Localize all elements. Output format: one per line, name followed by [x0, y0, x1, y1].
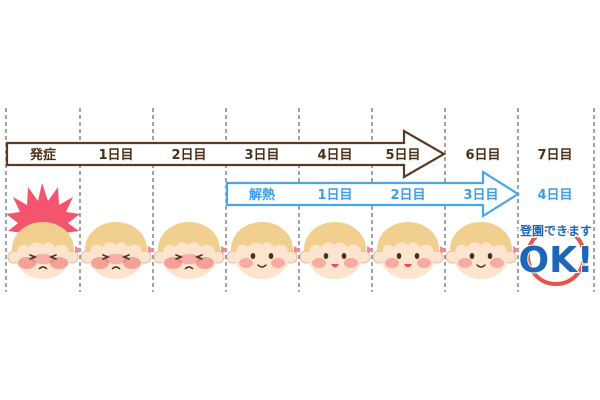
cheek	[344, 258, 358, 268]
fever-flush	[31, 254, 55, 264]
pointer-arrow	[221, 246, 228, 254]
cheek	[164, 257, 182, 269]
day-label-5: 5日目	[385, 148, 420, 163]
fever-down-label: 解熱	[248, 187, 275, 203]
day-label-1: 1日目	[98, 148, 133, 163]
mouth	[404, 264, 412, 268]
pointer-arrow	[367, 246, 374, 254]
child-face	[153, 222, 225, 279]
child-face	[299, 222, 371, 279]
day-label-4: 4日目	[317, 148, 352, 163]
cheek	[490, 258, 504, 268]
day-label-3: 3日目	[244, 148, 279, 163]
cheek	[385, 258, 399, 268]
after-fever-day-3: 3日目	[463, 188, 498, 203]
pointer-arrow	[75, 246, 82, 254]
cheek	[91, 257, 109, 269]
ok-badge: 登園できます OK!	[517, 222, 594, 286]
cheek	[196, 257, 214, 269]
blue-fever-arrow	[225, 170, 521, 218]
eye	[250, 253, 256, 259]
fever-flush	[177, 254, 201, 264]
eye	[29, 254, 38, 260]
mouth	[257, 264, 267, 268]
day-label-2: 2日目	[171, 148, 206, 163]
face-pointers	[75, 246, 520, 254]
ok-badge-ring	[526, 226, 586, 286]
bangs	[13, 223, 73, 251]
child-face	[445, 222, 517, 279]
after-fever-day-4: 4日目	[537, 188, 572, 203]
day-label-6: 6日目	[465, 148, 500, 163]
after-fever-day-1: 1日目	[317, 188, 352, 203]
cheek	[239, 258, 253, 268]
ok-badge-subtext: 登園できます	[519, 223, 592, 238]
mouth	[476, 264, 486, 268]
ok-badge-text: OK!	[519, 240, 594, 281]
day-label-onset: 発症	[29, 147, 56, 163]
pointer-arrow	[148, 246, 155, 254]
eye	[102, 254, 111, 260]
bangs	[232, 223, 292, 251]
bangs	[159, 223, 219, 251]
pointer-arrow	[440, 246, 447, 254]
eye	[268, 253, 274, 259]
child-face	[372, 222, 444, 279]
fever-flush	[104, 254, 128, 264]
bangs	[378, 223, 438, 251]
mouth	[331, 264, 339, 268]
cheek	[417, 258, 431, 268]
cheek	[18, 257, 36, 269]
eye	[121, 254, 130, 260]
child-faces	[7, 222, 517, 279]
eye	[194, 254, 203, 260]
eye	[487, 253, 493, 259]
cheek	[271, 258, 285, 268]
pointer-arrow	[294, 246, 301, 254]
eye	[48, 254, 57, 260]
after-fever-day-2: 2日目	[390, 188, 425, 203]
eye	[396, 253, 402, 259]
cheek	[458, 258, 472, 268]
eye	[341, 253, 347, 259]
cheek	[50, 257, 68, 269]
child-face	[7, 222, 79, 279]
mouth	[184, 266, 194, 270]
child-face	[80, 222, 152, 279]
cheek	[123, 257, 141, 269]
bangs	[451, 223, 511, 251]
mouth	[111, 266, 121, 270]
mouth	[38, 266, 48, 270]
child-face	[226, 222, 298, 279]
pointer-arrow	[513, 246, 520, 254]
bangs	[86, 223, 146, 251]
eye	[414, 253, 420, 259]
brown-timeline-arrow	[5, 129, 447, 179]
cheek	[312, 258, 326, 268]
day-label-7: 7日目	[537, 148, 572, 163]
bangs	[305, 223, 365, 251]
eye	[175, 254, 184, 260]
eye	[323, 253, 329, 259]
eye	[469, 253, 475, 259]
